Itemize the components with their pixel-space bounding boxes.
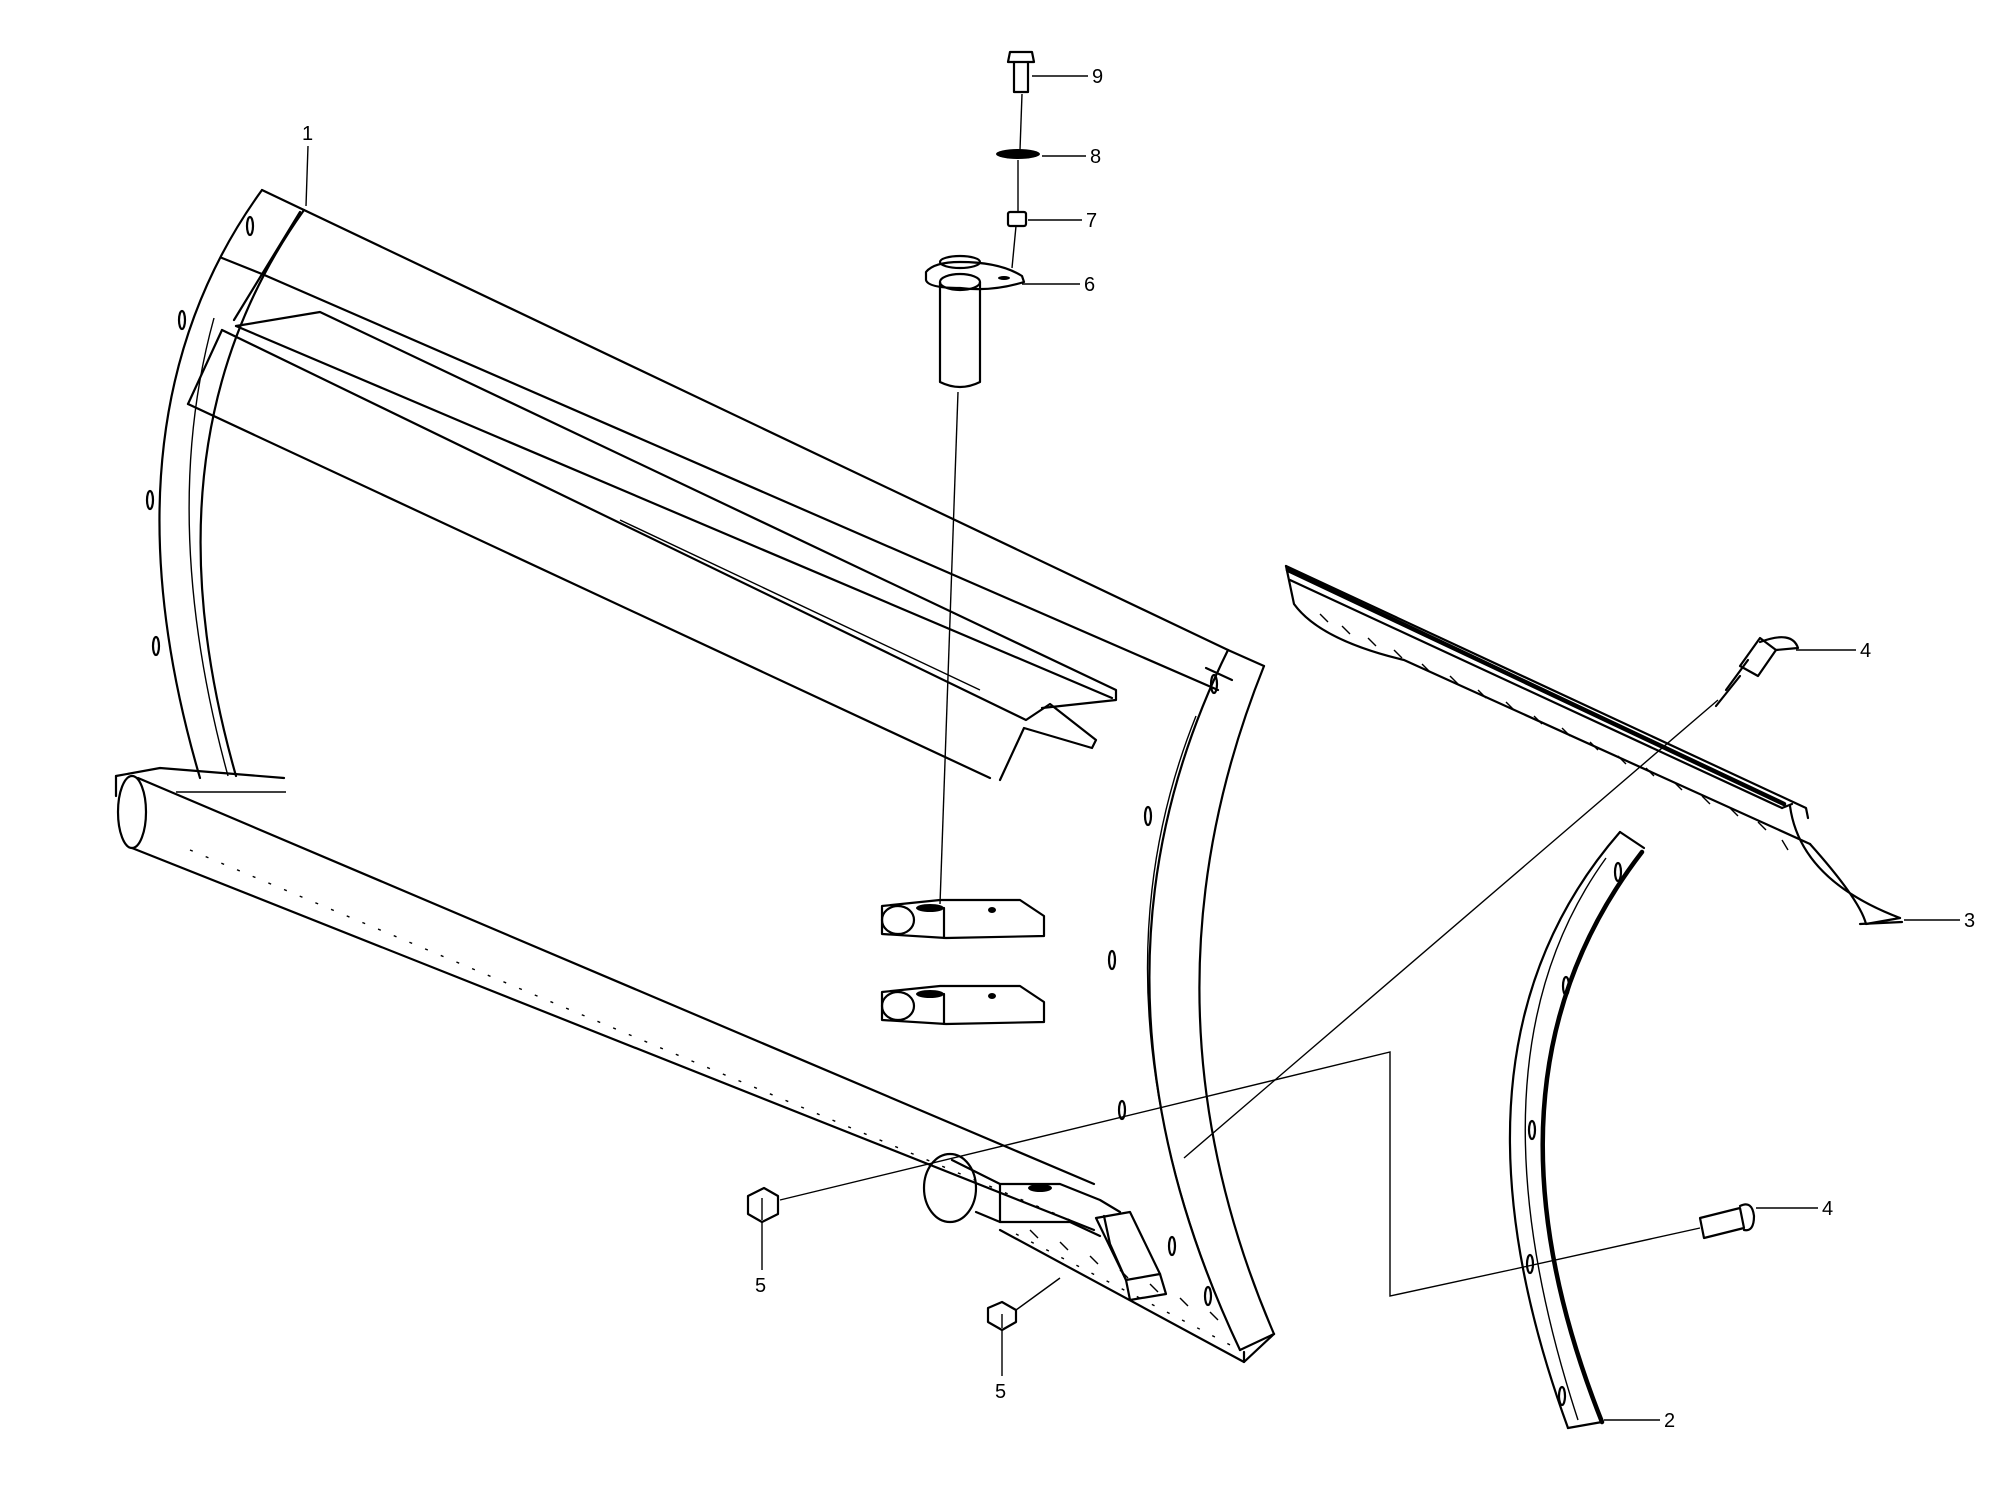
callout-label-2: 2 xyxy=(1664,1410,1675,1432)
callout-label-8: 8 xyxy=(1090,146,1101,168)
right-rib-slots xyxy=(1107,673,1219,1307)
callout-label-4a: 4 xyxy=(1860,640,1871,662)
callout-label-1: 1 xyxy=(302,123,313,145)
moldboard-blade xyxy=(114,188,1276,1364)
callout-3: 3 xyxy=(1904,910,1975,932)
callout-1: 1 xyxy=(302,123,313,207)
pivot-pin xyxy=(924,254,1026,905)
pivot-bracket-lower xyxy=(880,984,1046,1026)
cutting-edge xyxy=(1284,564,1904,926)
callout-4-lower: 4 xyxy=(1756,1198,1833,1220)
hex-nut-left xyxy=(746,1186,780,1224)
left-rib-slots xyxy=(145,215,255,657)
callout-label-9: 9 xyxy=(1092,66,1103,88)
bottom-tube xyxy=(114,766,1168,1302)
callout-label-7: 7 xyxy=(1086,210,1097,232)
top-bolt xyxy=(1006,50,1036,269)
callout-6: 6 xyxy=(1022,274,1095,296)
cutting-edge-slots xyxy=(1319,613,1789,851)
callout-9: 9 xyxy=(1032,66,1103,88)
callout-8: 8 xyxy=(1042,146,1101,168)
carriage-bolt-upper xyxy=(1714,636,1800,708)
spring-washer xyxy=(996,149,1040,159)
callout-4-upper: 4 xyxy=(1796,640,1871,662)
curved-rib-loose xyxy=(1508,830,1646,1430)
bottom-edge-slots xyxy=(1029,1229,1219,1321)
hex-nut-lower xyxy=(986,1300,1018,1332)
pivot-bracket-upper xyxy=(880,898,1046,940)
callout-7: 7 xyxy=(1028,210,1097,232)
carriage-bolt-lower xyxy=(1698,1203,1756,1240)
callout-5-left: 5 xyxy=(755,1222,766,1297)
callout-label-3: 3 xyxy=(1964,910,1975,932)
callout-label-6: 6 xyxy=(1084,274,1095,296)
callout-label-4b: 4 xyxy=(1822,1198,1833,1220)
callout-label-5b: 5 xyxy=(995,1381,1006,1403)
assembly-lines xyxy=(779,699,1719,1311)
spacer xyxy=(1006,210,1028,228)
callout-2: 2 xyxy=(1604,1410,1675,1432)
callout-5-lower: 5 xyxy=(995,1330,1006,1403)
callout-label-5a: 5 xyxy=(755,1275,766,1297)
